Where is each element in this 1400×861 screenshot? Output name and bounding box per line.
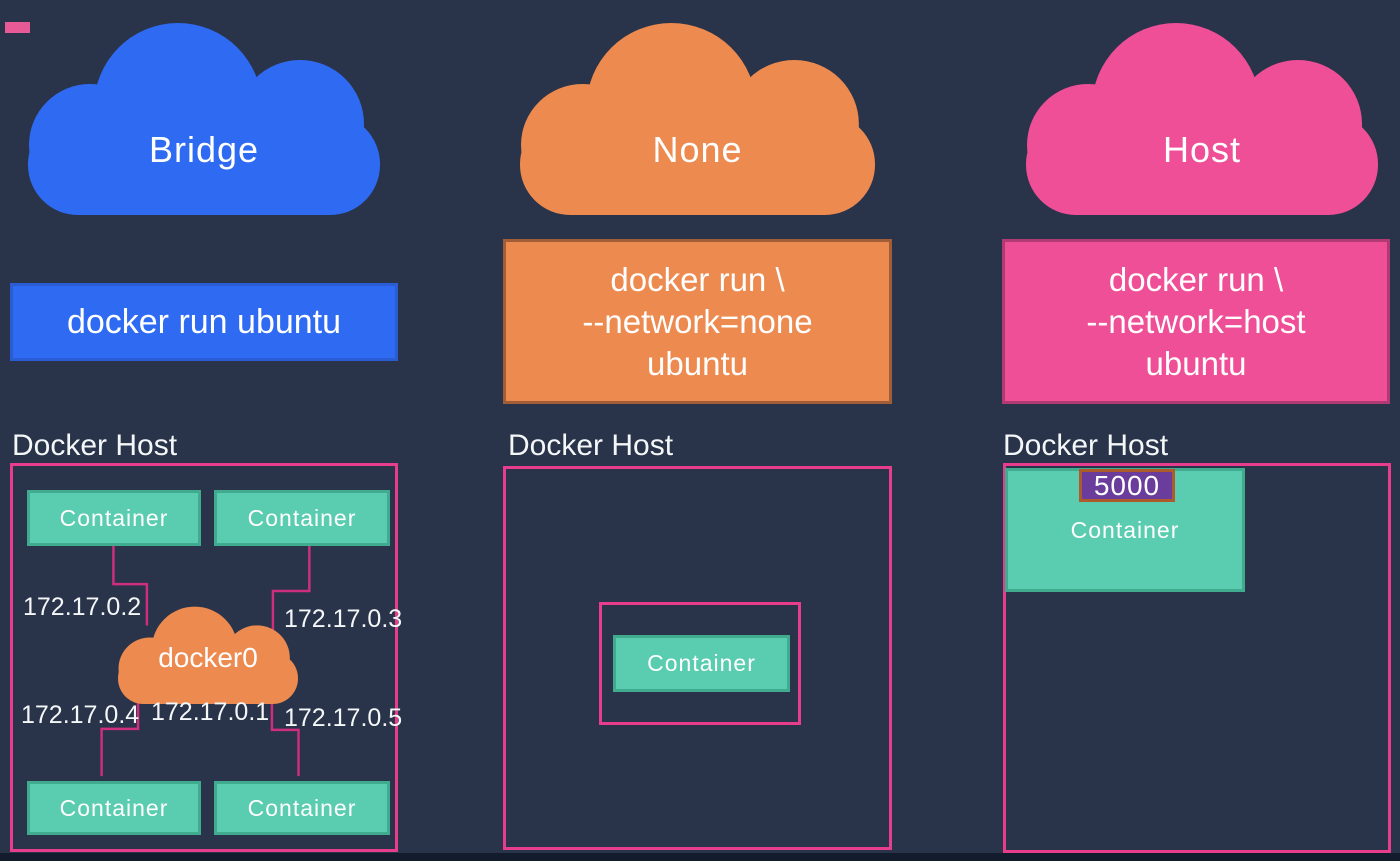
none-isolation-box: Container [599,602,801,725]
container-box: 5000 Container [1005,468,1245,592]
ip-label-top-right: 172.17.0.3 [284,605,403,633]
host-command-line-2: --network=host [1086,302,1306,340]
host-command-box: docker run \ --network=host ubuntu [1002,239,1390,404]
container-label: Container [1070,516,1180,543]
ip-label-top-left: 172.17.0.2 [23,593,142,621]
container-box-top-left: Container [27,490,201,546]
container-label: Container [247,504,357,531]
none-command-line-2: --network=none [582,302,813,340]
slide-accent-dash [5,22,30,33]
container-label: Container [59,794,169,821]
none-command-box: docker run \ --network=none ubuntu [503,239,892,404]
bridge-connector-lines [100,544,311,777]
connector-top-right [271,544,311,636]
ip-label-gateway: 172.17.0.1 [151,698,270,726]
container-label: Container [247,794,357,821]
none-command-line-1: docker run \ [610,260,785,298]
none-cloud-label: None [652,129,743,170]
container-label: Container [59,504,169,531]
host-cloud-label: Host [1162,129,1242,170]
connector-top-left [112,544,149,626]
container-box-top-right: Container [214,490,390,546]
host-docker-host-box: 5000 Container [1003,463,1391,853]
slide-bottom-bar [0,853,1400,861]
bridge-cloud-label: Bridge [148,129,260,170]
ip-label-bottom-right: 172.17.0.5 [284,704,403,732]
port-label: 5000 [1093,469,1161,501]
host-host-title: Docker Host [1003,429,1169,462]
ip-label-bottom-left: 172.17.0.4 [21,701,140,729]
bridge-command-text: docker run ubuntu [66,302,342,341]
bridge-docker-host-box: docker0 Container Container Container Co… [10,463,402,852]
host-command-line-3: ubuntu [1145,344,1247,382]
bridge-command-box: docker run ubuntu [10,283,398,361]
bridge-host-title: Docker Host [12,429,178,462]
docker0-label: docker0 [158,642,258,673]
container-box-bottom-right: Container [214,781,390,835]
container-box-bottom-left: Container [27,781,201,835]
none-host-title: Docker Host [508,429,674,462]
connector-bottom-right [270,687,300,777]
none-docker-host-box: Container [503,466,892,850]
connector-bottom-left [100,687,140,777]
host-command-line-1: docker run \ [1108,260,1284,298]
container-box: Container [613,635,790,692]
port-badge: 5000 [1079,469,1175,502]
container-label: Container [647,650,756,676]
none-cloud-icon [520,23,875,215]
bridge-cloud-icon [28,23,380,215]
host-cloud-icon [1026,23,1378,215]
none-command-line-3: ubuntu [647,344,748,382]
